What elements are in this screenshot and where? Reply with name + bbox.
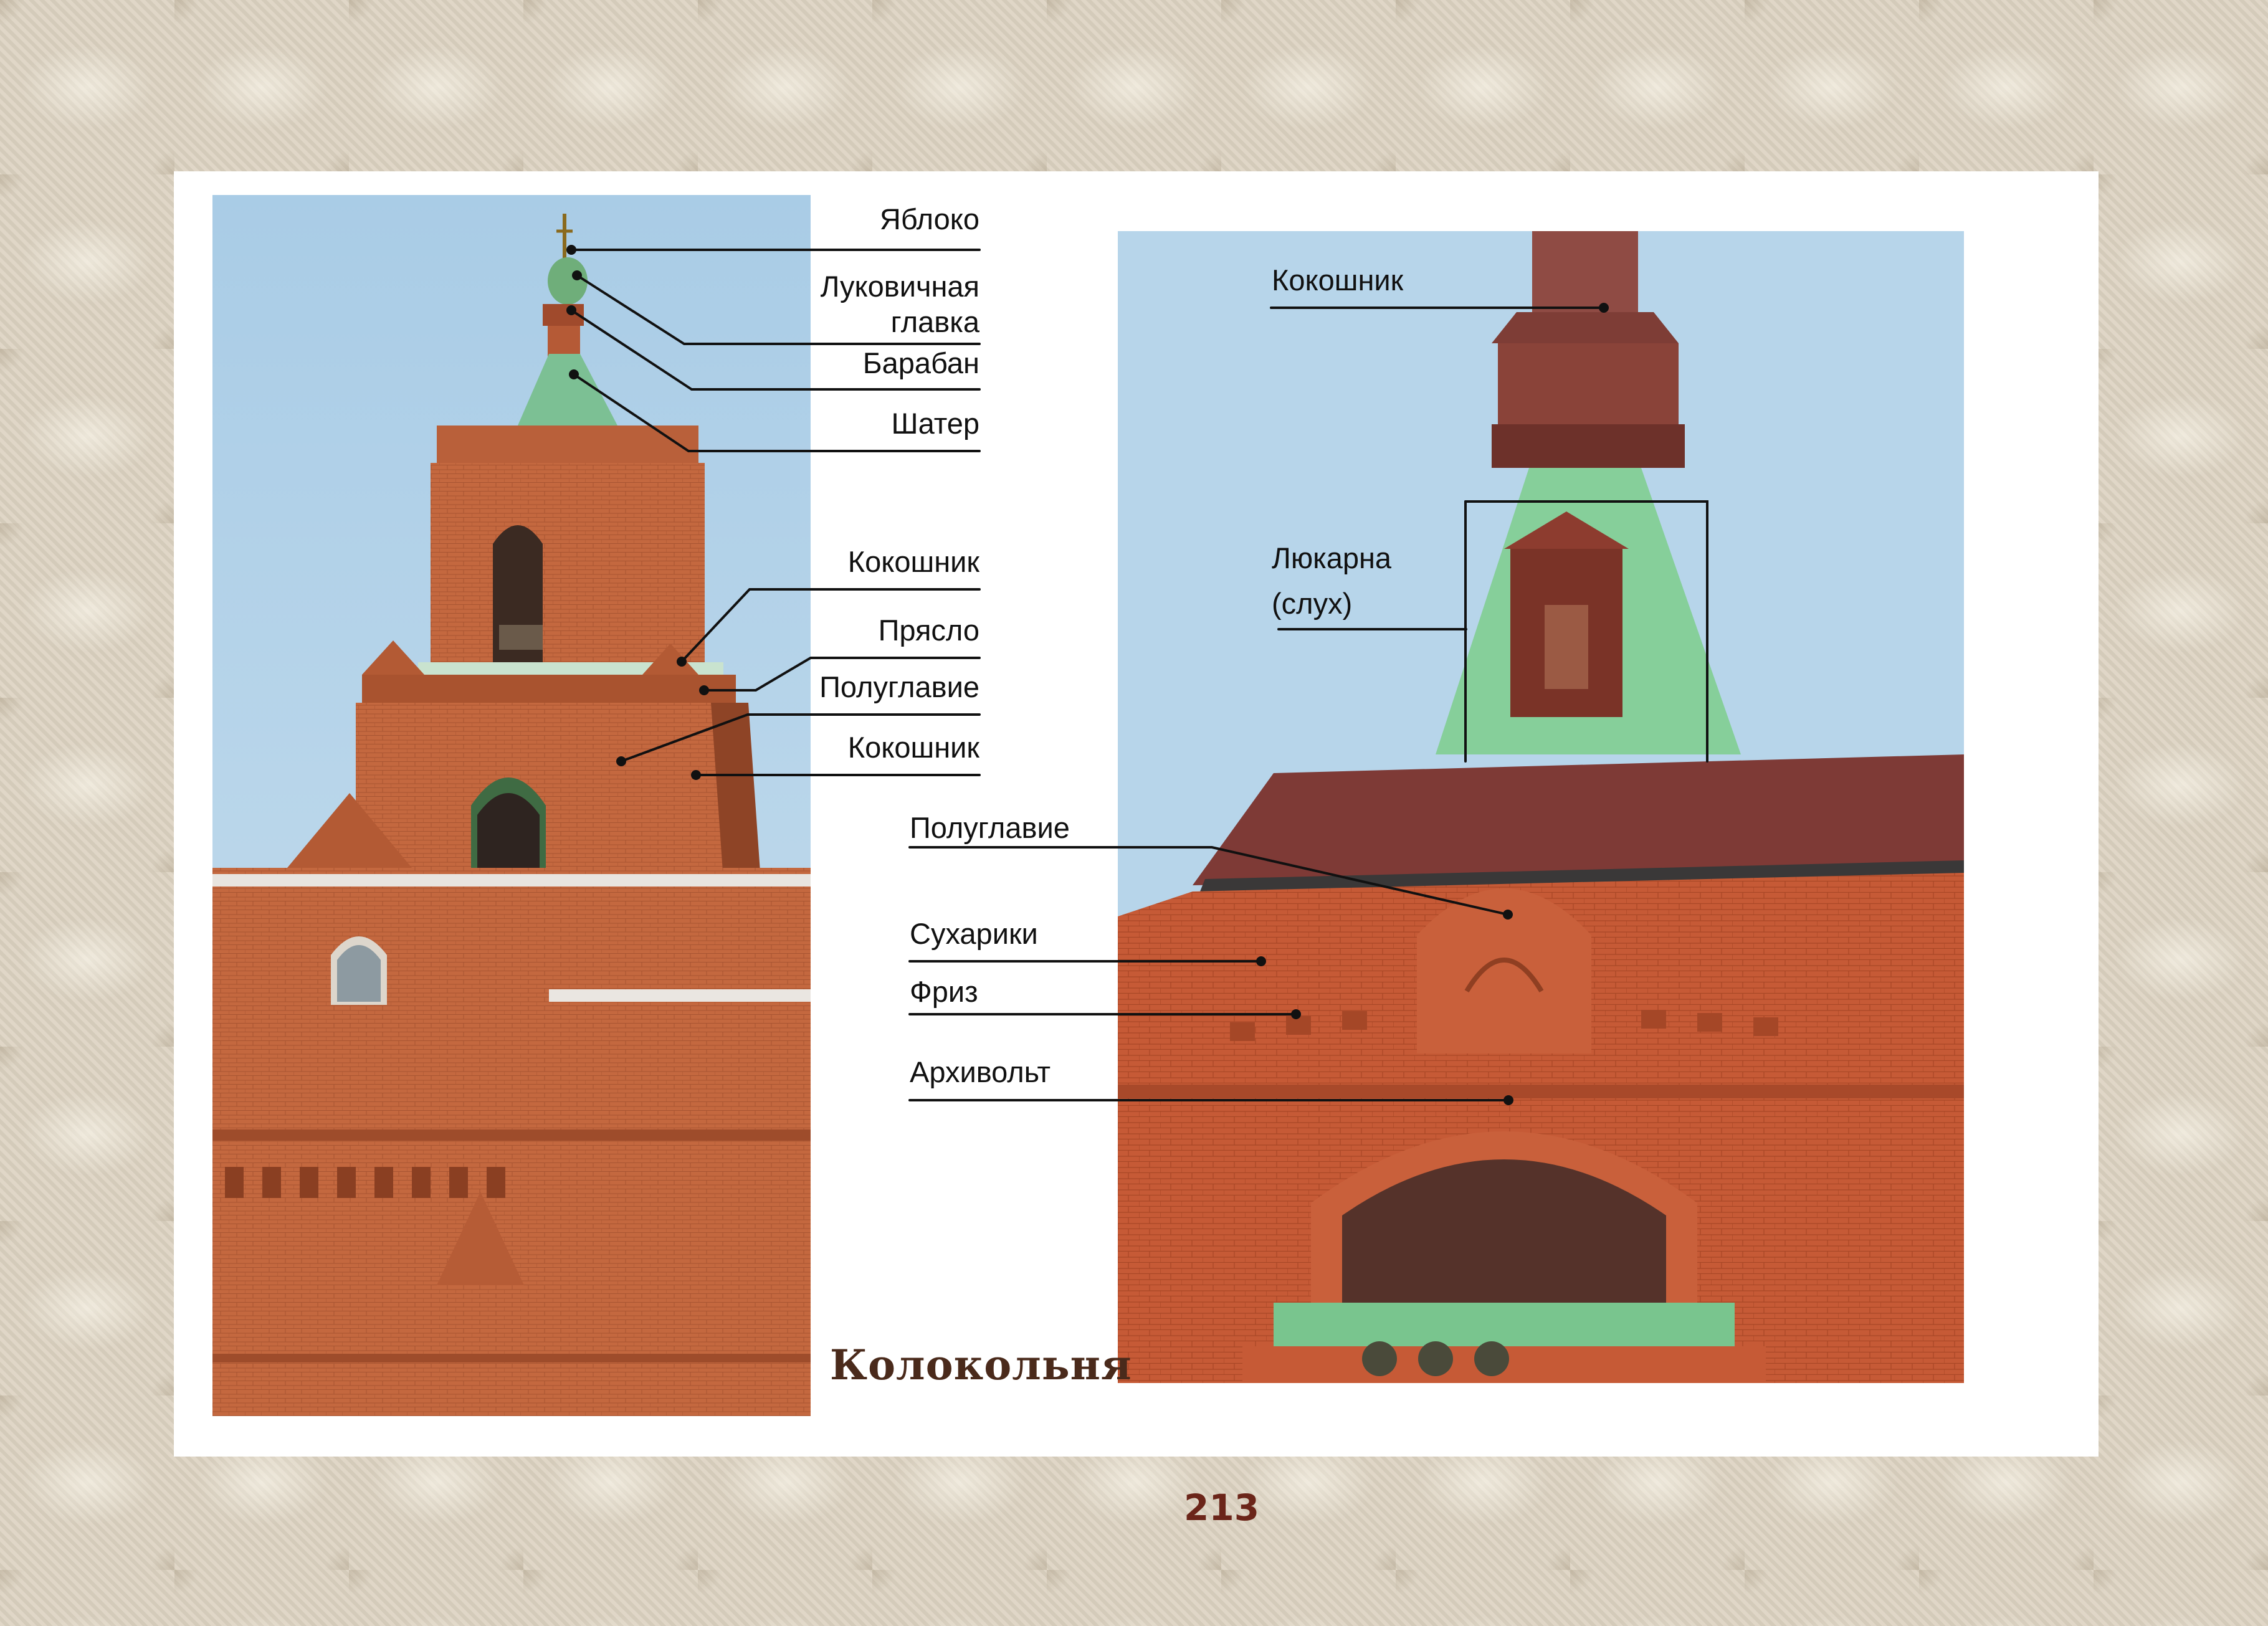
label-drum: Барабан	[862, 346, 979, 379]
label-half-dome: Полуглавие	[819, 670, 979, 703]
label-apple: Яблоко	[879, 202, 979, 235]
belfry-closeup-photo	[1118, 231, 1964, 1383]
page-number: 213	[1184, 1486, 1260, 1529]
label-frieze: Фриз	[910, 975, 978, 1008]
label-onion-dome-line2: главка	[890, 305, 979, 338]
label-archivolt: Архивольт	[910, 1055, 1051, 1088]
label-kokoshnik-lower: Кокошник	[847, 731, 979, 764]
label-kokoshnik-right: Кокошник	[1272, 264, 1404, 297]
bell-tower-photo	[212, 195, 811, 1416]
label-bay: Прясло	[878, 614, 979, 647]
caption-bell-tower: Колокольня	[830, 1341, 1132, 1389]
label-lucarne-line2: (слух)	[1272, 587, 1353, 620]
label-tent-roof: Шатер	[891, 407, 979, 440]
label-half-dome-right: Полуглавие	[910, 811, 1070, 844]
label-dentils: Сухарики	[910, 917, 1038, 950]
label-lucarne-line1: Люкарна	[1272, 541, 1392, 574]
label-onion-dome-line1: Луковичная	[820, 270, 979, 303]
label-kokoshnik-upper: Кокошник	[847, 545, 979, 578]
